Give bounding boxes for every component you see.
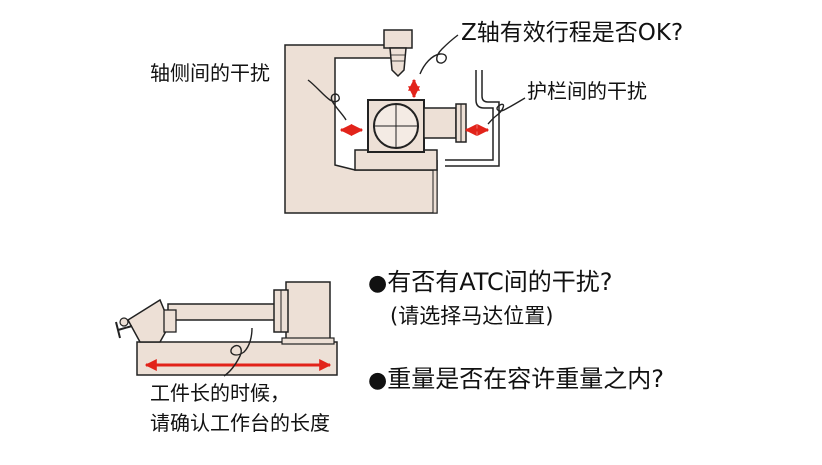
tailstock bbox=[127, 298, 171, 343]
top-machine-figure bbox=[284, 29, 526, 214]
leader-axis-side bbox=[307, 79, 347, 121]
checklist-item: ●重量是否在容许重量之内? bbox=[368, 365, 664, 394]
checklist-item-text: 重量是否在容许重量之内? bbox=[387, 365, 664, 393]
workpiece-length-label-line1: 工件长的时候， bbox=[150, 381, 290, 405]
checklist-item-text: 有否有ATC间的干扰? bbox=[387, 268, 613, 296]
workpiece-bar bbox=[167, 303, 287, 321]
spindle-tool bbox=[383, 29, 413, 78]
leader-rail bbox=[487, 97, 526, 125]
work-table bbox=[136, 341, 338, 376]
rail-interference-label: 护栏间的干扰 bbox=[527, 79, 647, 103]
guard-rail bbox=[445, 70, 494, 161]
checklist-item-note: (请选择马达位置) bbox=[390, 304, 554, 328]
leader-length bbox=[223, 327, 253, 377]
leader-z bbox=[419, 34, 459, 75]
rotary-table bbox=[367, 99, 467, 153]
checklist-item: ●有否有ATC间的干扰? bbox=[368, 268, 613, 297]
z-axis-check-label: Z轴有效行程是否OK? bbox=[461, 20, 684, 46]
bullet-icon: ● bbox=[368, 368, 388, 393]
bullet-icon: ● bbox=[368, 271, 388, 296]
axis-side-interference-label: 轴侧间的干扰 bbox=[150, 61, 270, 85]
workpiece-length-label-line2: 请确认工作台的长度 bbox=[150, 411, 330, 435]
bottom-machine-figure bbox=[115, 281, 338, 377]
